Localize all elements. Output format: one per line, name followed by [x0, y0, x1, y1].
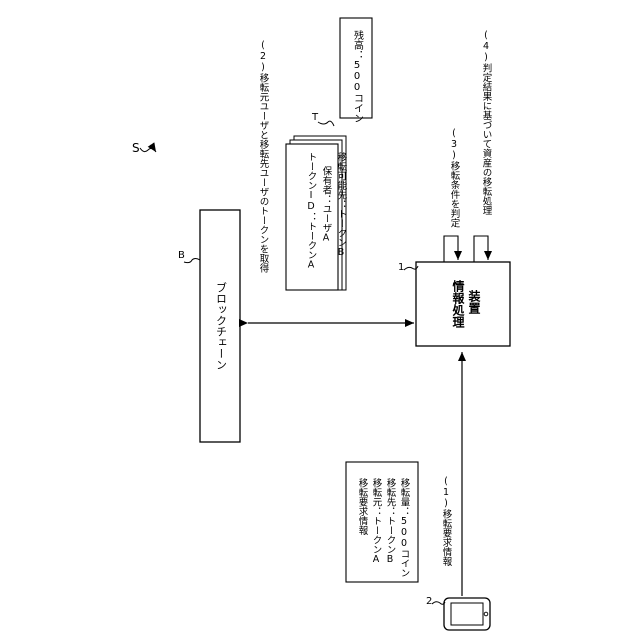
request-info-line2: 移転先：トークンB: [385, 477, 397, 565]
request-info-line1: 移転元：トークンA: [371, 477, 383, 565]
step1-label: (1)移転要求情報: [441, 476, 453, 567]
system-label: S: [132, 141, 140, 155]
blockchain-ref: B: [178, 250, 185, 261]
step3-loop-arrow: [444, 236, 458, 262]
step4-label: (4)判定結果に基づいて資産の移転処理: [481, 30, 493, 215]
step4-loop-arrow: [474, 236, 488, 262]
step3-label: (3)移転条件を判定: [449, 128, 461, 228]
blockchain-ref-leader: [184, 259, 200, 263]
device-ref: 1: [398, 262, 404, 273]
terminal-ref: 2: [426, 596, 432, 607]
device-label-line1: 情報処理: [451, 279, 465, 329]
balance-label: 残高：500コイン: [352, 29, 364, 123]
token-ref: T: [311, 112, 319, 123]
terminal-ref-leader: [432, 602, 445, 605]
smartphone-icon: [444, 598, 490, 630]
request-info-title: 移転要求情報: [357, 477, 369, 536]
token-line1: トークンID：トークンA: [306, 152, 317, 271]
system-label-leader: [140, 148, 156, 152]
token-ref-leader: [318, 121, 334, 126]
token-line2: 保有者：ユーザA: [321, 165, 333, 243]
request-info-line3: 移転量：500コイン: [399, 477, 411, 577]
blockchain-label: ブロックチェーン: [215, 281, 228, 370]
step2-label: (2)移転元ユーザと移転先ユーザのトークンを取得: [258, 40, 270, 273]
token-line3: 移転可能先：トークンB: [336, 151, 348, 258]
device-label-line2: 装置: [467, 289, 481, 314]
